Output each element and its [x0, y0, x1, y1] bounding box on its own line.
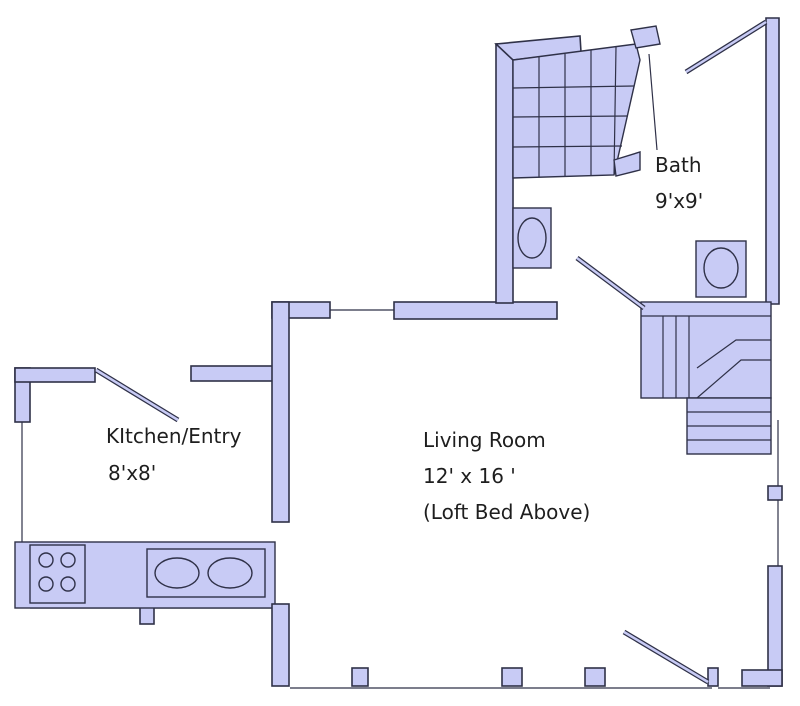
kitchen-wall-bottom-block	[139, 605, 155, 625]
stairs-icon	[640, 301, 772, 455]
kitchen-walls	[14, 365, 274, 625]
bath-walls	[494, 17, 783, 687]
bath-size-label: 9'x9'	[655, 189, 703, 213]
toilet-icon	[695, 240, 747, 298]
bath-name-label: Bath	[655, 153, 702, 177]
living-name-label: Living Room	[423, 428, 546, 452]
living-size-label: 12' x 16 '	[423, 464, 516, 488]
living-walls	[271, 301, 606, 687]
bathtub-icon	[512, 25, 661, 179]
kitchen-size-label: 8'x8'	[108, 461, 156, 485]
kitchen-name-label: KItchen/Entry	[106, 424, 242, 448]
sink-icon	[154, 557, 253, 589]
kitchen-wall-right-stub	[190, 365, 274, 382]
living-note-label: (Loft Bed Above)	[423, 500, 590, 524]
bath-sink-icon	[512, 207, 552, 269]
stove-icon	[38, 552, 76, 592]
kitchen-wall-top	[14, 367, 96, 383]
bath-leader-line	[648, 53, 658, 151]
doors[interactable]	[575, 19, 768, 685]
